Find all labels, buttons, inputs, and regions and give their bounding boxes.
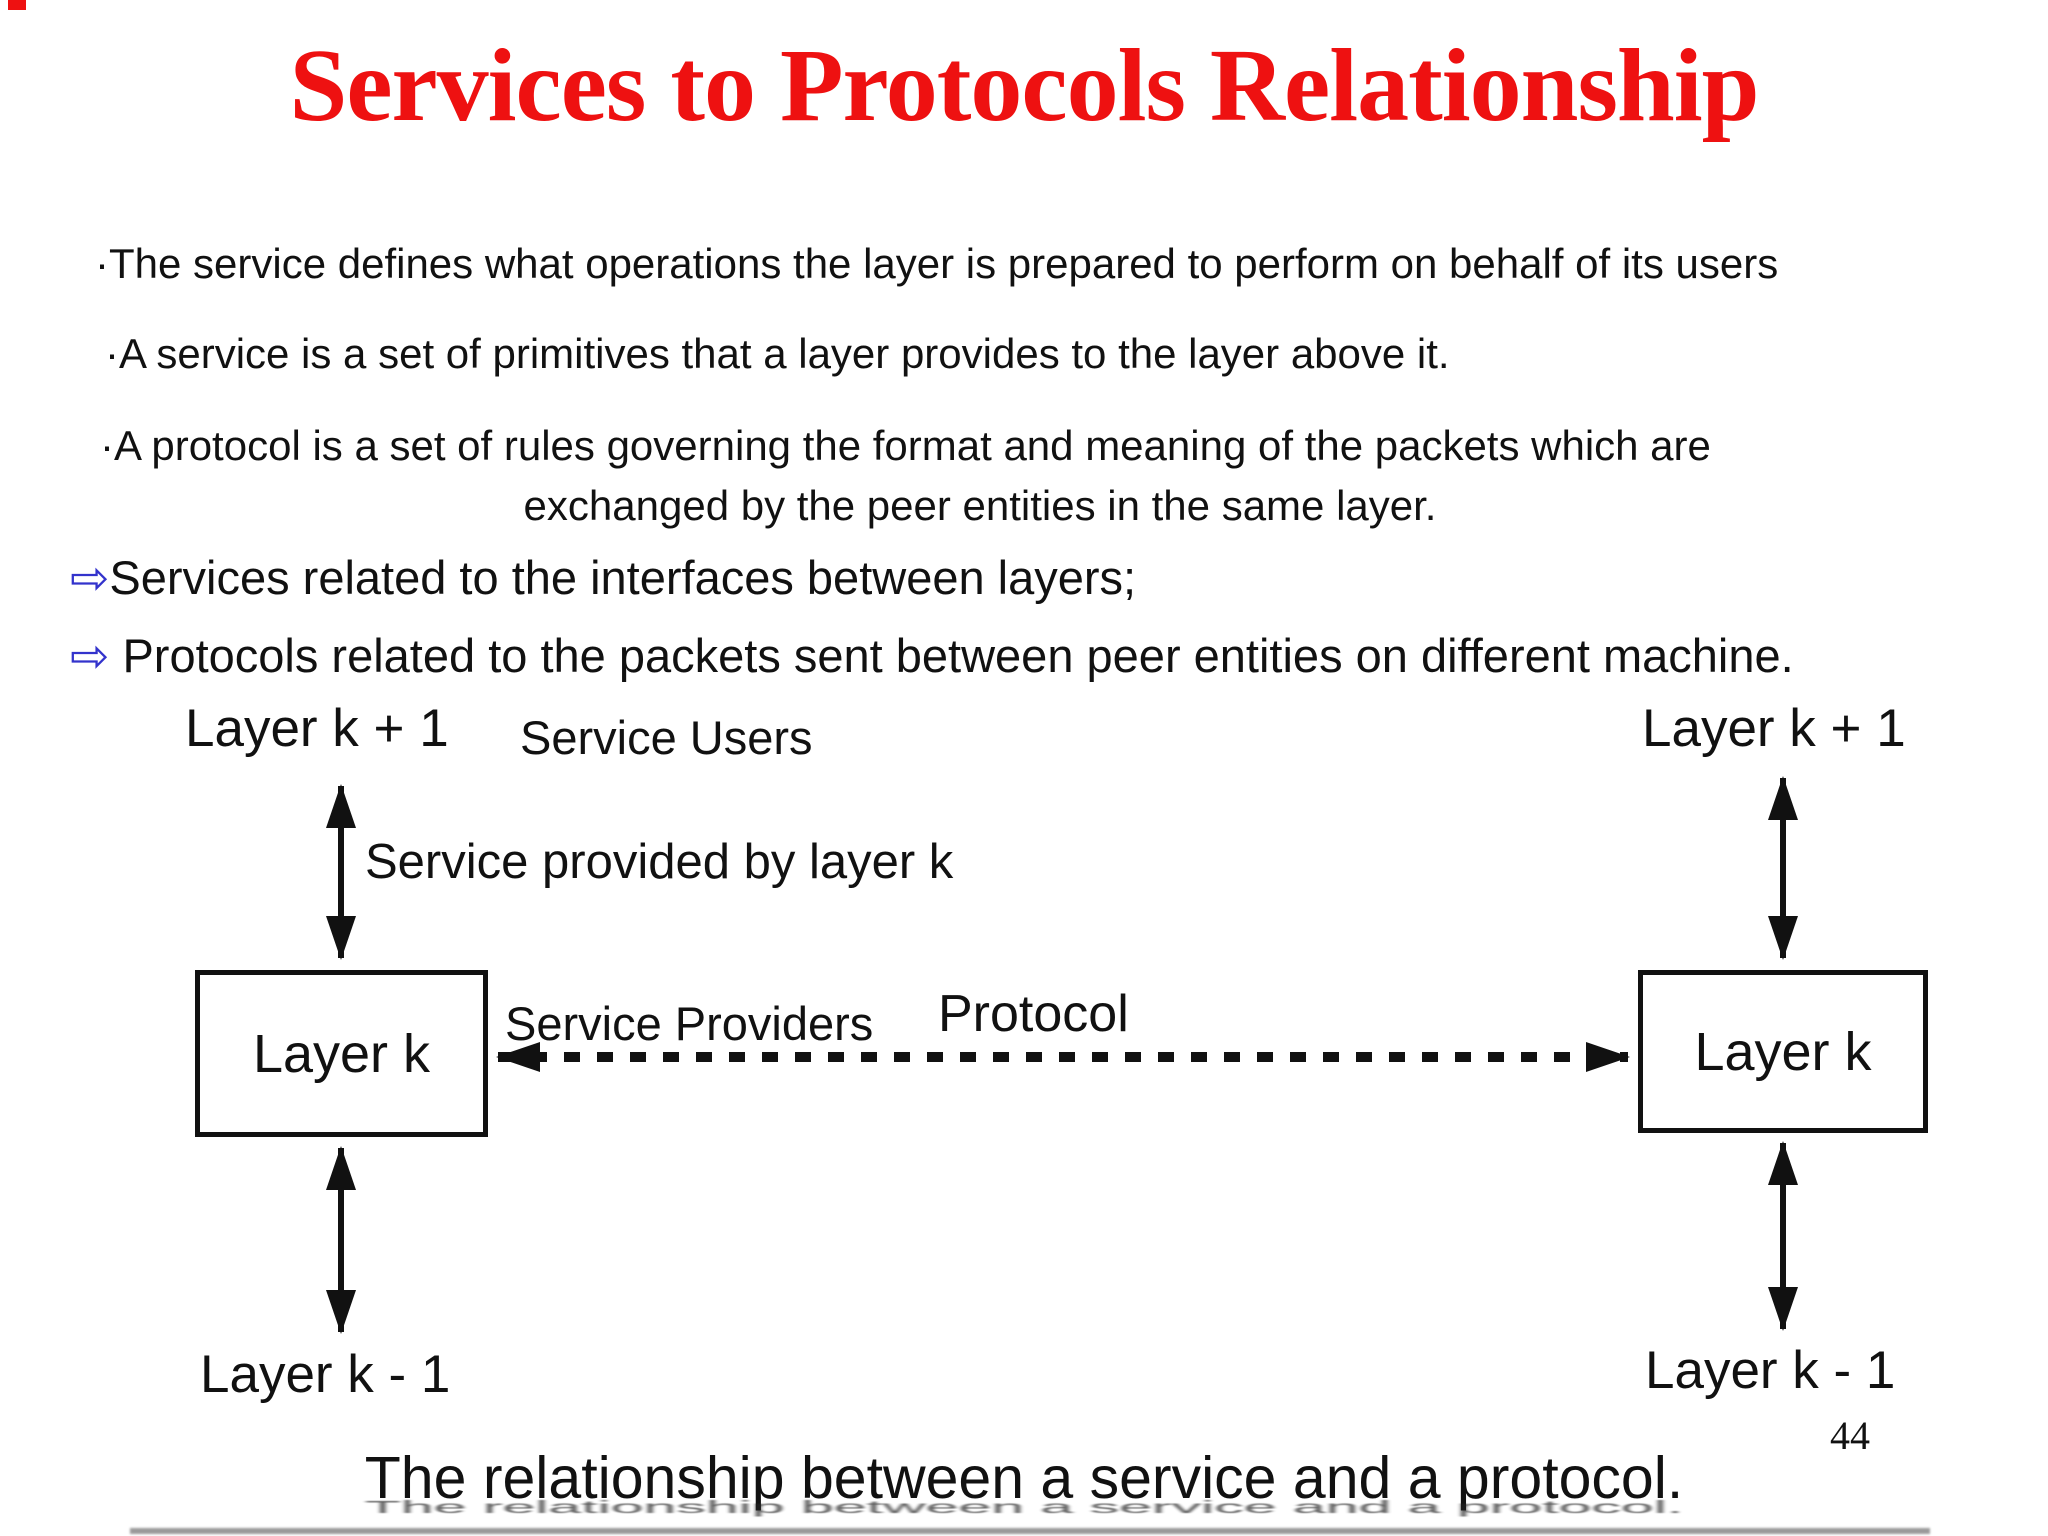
layer-k-box-right: Layer k: [1638, 970, 1928, 1133]
bullet-service-defines: ·The service defines what operations the…: [95, 240, 1779, 287]
label-layer-k-minus-1-right: Layer k - 1: [1645, 1341, 1896, 1400]
bottom-edge-artifact: [130, 1528, 1930, 1534]
label-service-providers: Service Providers: [505, 997, 874, 1050]
label-layer-k-plus-1-left: Layer k + 1: [185, 699, 449, 758]
label-service-users: Service Users: [520, 711, 813, 764]
layer-k-box-right-label: Layer k: [1694, 1021, 1872, 1082]
layer-k-box-left-label: Layer k: [252, 1023, 431, 1084]
page-number: 44: [1830, 1413, 1870, 1458]
bullet-protocol-rules-line1: ·A protocol is a set of rules governing …: [100, 422, 1711, 469]
slide-title: Services to Protocols Relationship: [289, 28, 1759, 143]
bullet-service-primitives: ·A service is a set of primitives that a…: [105, 330, 1450, 377]
layer-k-box-left: Layer k: [195, 970, 488, 1137]
point-services-interfaces: ⇨Services related to the interfaces betw…: [70, 550, 1136, 606]
caption-ghost-artifact: The relationship between a service and a…: [364, 1497, 1684, 1518]
right-arrow-bullet-icon: ⇨: [70, 629, 110, 682]
point-protocols-packets: ⇨ Protocols related to the packets sent …: [70, 628, 1794, 684]
right-arrow-bullet-icon: ⇨: [70, 551, 110, 604]
caption: The relationship between a service and a…: [364, 1445, 1684, 1511]
label-protocol: Protocol: [938, 985, 1129, 1043]
point-services-interfaces-text: Services related to the interfaces betwe…: [109, 551, 1137, 604]
label-layer-k-minus-1-left: Layer k - 1: [200, 1345, 451, 1404]
bullet-protocol-rules-line2: exchanged by the peer entities in the sa…: [523, 482, 1437, 529]
label-service-provided-by-layer-k: Service provided by layer k: [365, 835, 954, 889]
label-layer-k-plus-1-right: Layer k + 1: [1642, 699, 1906, 758]
corner-red-mark: [8, 0, 26, 10]
point-protocols-packets-text: Protocols related to the packets sent be…: [109, 629, 1794, 682]
